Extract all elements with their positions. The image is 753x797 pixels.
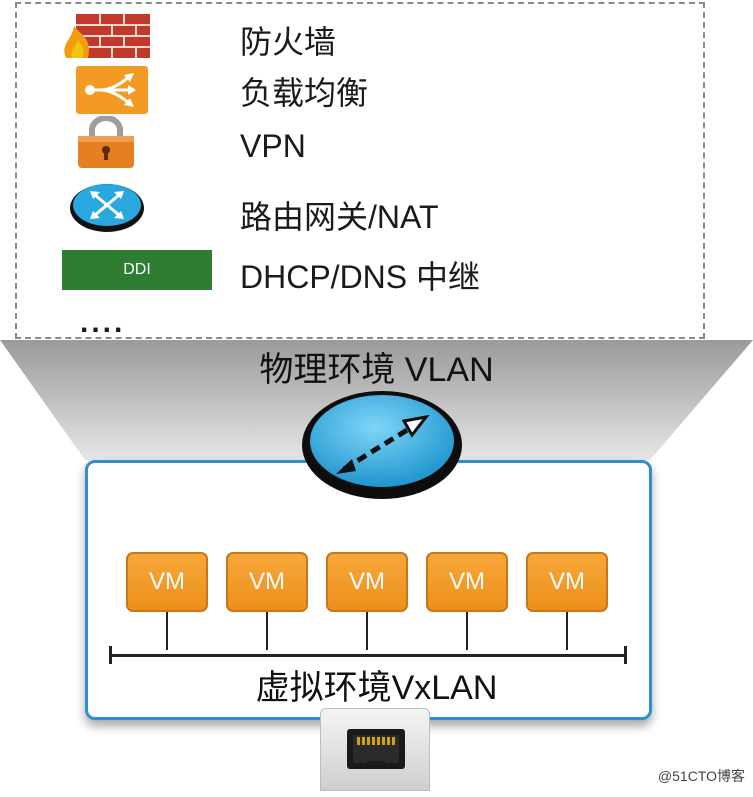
vm-link	[366, 612, 368, 650]
ethernet-port-icon	[320, 708, 430, 791]
bus-end-right	[624, 646, 627, 664]
service-label-vpn: VPN	[240, 128, 306, 164]
vm-box: VM	[526, 552, 608, 612]
vm-link	[166, 612, 168, 650]
watermark-text: @51CTO博客	[657, 768, 745, 784]
firewall-icon	[64, 14, 150, 58]
load-balancer-icon	[76, 66, 148, 114]
vm-box: VM	[426, 552, 508, 612]
vm-link	[566, 612, 568, 650]
router-icon	[70, 184, 144, 232]
vm-link	[266, 612, 268, 650]
vm-box: VM	[126, 552, 208, 612]
switch-icon	[302, 391, 462, 499]
bus-end-left	[109, 646, 112, 664]
more-ellipsis: ....	[80, 306, 126, 339]
service-label-router: 路由网关/NAT	[240, 199, 439, 235]
service-label-firewall: 防火墙	[240, 24, 337, 60]
vm-box: VM	[326, 552, 408, 612]
vpn-lock-icon	[78, 116, 134, 168]
ddi-icon: DDI	[62, 250, 212, 290]
vm-box: VM	[226, 552, 308, 612]
service-label-load-balancer: 负载均衡	[240, 75, 369, 111]
network-bus-line	[110, 654, 626, 657]
vm-link	[466, 612, 468, 650]
physical-vlan-label: 物理环境 VLAN	[259, 351, 494, 389]
service-label-ddi: DHCP/DNS 中继	[240, 259, 481, 295]
virtual-vxlan-label: 虚拟环境VxLAN	[255, 669, 498, 707]
